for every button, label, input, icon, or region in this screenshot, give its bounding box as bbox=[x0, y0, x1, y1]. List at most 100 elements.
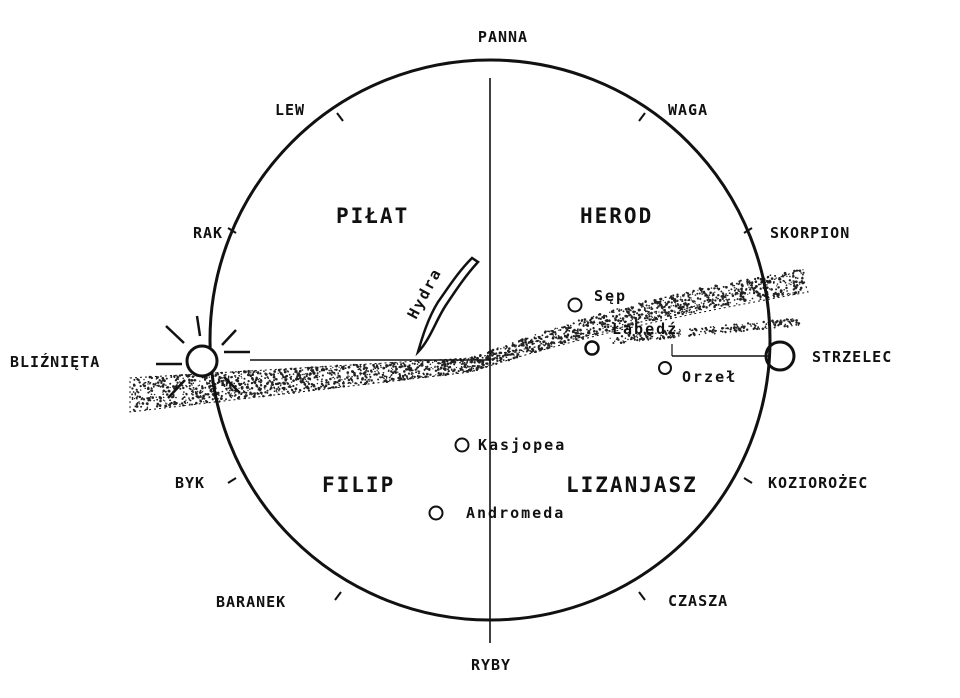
milky-way-dot bbox=[478, 360, 482, 363]
milky-way-dot bbox=[249, 388, 251, 390]
milky-way-dot bbox=[738, 290, 741, 293]
milky-way-dot bbox=[686, 292, 690, 295]
quadrant-upper-left: PIŁAT bbox=[336, 204, 409, 228]
milky-way-dot bbox=[567, 338, 570, 342]
milky-way-dot bbox=[334, 386, 337, 389]
milky-way-dot bbox=[255, 376, 258, 379]
milky-way-dot bbox=[134, 392, 137, 395]
milky-way-dot bbox=[260, 391, 263, 394]
milky-way-dot bbox=[776, 283, 779, 285]
milky-way-dot bbox=[335, 364, 339, 367]
milky-way-dot bbox=[284, 379, 287, 382]
milky-way-dot bbox=[400, 377, 403, 381]
milky-way-dot bbox=[748, 286, 750, 289]
milky-way-dot bbox=[677, 332, 680, 335]
milky-way-dot bbox=[425, 366, 427, 368]
milky-way-dot bbox=[608, 319, 611, 323]
milky-way-dot bbox=[712, 292, 715, 294]
milky-way-dot bbox=[724, 302, 728, 306]
milky-way-dot bbox=[208, 379, 212, 383]
milky-way-dot bbox=[638, 302, 640, 304]
milky-way-dot bbox=[733, 299, 736, 301]
milky-way-dot bbox=[275, 389, 278, 392]
milky-way-dot bbox=[650, 306, 653, 309]
milky-way-dot bbox=[135, 388, 138, 391]
milky-way-dot bbox=[433, 375, 435, 377]
milky-way-dot bbox=[472, 367, 475, 370]
milky-way-dot bbox=[784, 271, 787, 274]
milky-way-dot bbox=[347, 378, 351, 382]
milky-way-dot bbox=[429, 363, 432, 366]
milky-way-dot bbox=[735, 329, 738, 332]
milky-way-dot bbox=[749, 284, 752, 287]
milky-way-dot bbox=[682, 311, 685, 314]
milky-way-dot bbox=[653, 311, 656, 313]
milky-way-dot bbox=[444, 368, 447, 371]
milky-way-dot bbox=[621, 317, 625, 320]
milky-way-dot bbox=[751, 286, 754, 289]
milky-way-dot bbox=[480, 367, 483, 370]
milky-way-dot bbox=[799, 286, 803, 290]
milky-way-dot bbox=[164, 400, 166, 402]
milky-way-dot bbox=[150, 387, 153, 390]
milky-way-dot bbox=[486, 355, 490, 358]
milky-way-dot bbox=[613, 328, 616, 331]
milky-way-dot bbox=[334, 374, 336, 376]
milky-way-dot bbox=[208, 396, 211, 399]
milky-way-dot bbox=[578, 333, 581, 335]
milky-way-dot bbox=[134, 393, 137, 396]
milky-way-dot bbox=[172, 395, 175, 398]
milky-way-dot bbox=[375, 365, 379, 368]
milky-way-dot bbox=[180, 374, 184, 377]
milky-way-dot bbox=[551, 336, 555, 340]
milky-way-dot bbox=[611, 326, 615, 329]
milky-way-dot bbox=[150, 389, 154, 393]
label-labedz: Łabędź bbox=[611, 320, 678, 338]
milky-way-dot bbox=[462, 370, 465, 373]
milky-way-dot bbox=[572, 322, 575, 324]
quadrant-lower-left: FILIP bbox=[322, 473, 395, 497]
milky-way-dot bbox=[188, 379, 191, 382]
milky-way-dot bbox=[415, 371, 418, 374]
milky-way-dot bbox=[539, 349, 542, 352]
milky-way-dot bbox=[697, 298, 699, 300]
milky-way-dot bbox=[434, 365, 436, 367]
milky-way-dot bbox=[700, 330, 702, 333]
milky-way-dot bbox=[577, 319, 580, 322]
milky-way-dot bbox=[498, 359, 501, 362]
milky-way-dot bbox=[692, 310, 696, 313]
milky-way-dot bbox=[374, 367, 377, 370]
milky-way-dot bbox=[793, 285, 796, 288]
milky-way-dot bbox=[790, 283, 792, 286]
milky-way-dot bbox=[662, 309, 665, 311]
milky-way-dot bbox=[269, 388, 272, 391]
milky-way-dot bbox=[269, 381, 272, 383]
milky-way-dot bbox=[413, 375, 416, 379]
milky-way-dot bbox=[416, 366, 420, 369]
milky-way-dot bbox=[455, 366, 458, 369]
milky-way-dot bbox=[195, 401, 198, 405]
label-lew: LEW bbox=[275, 101, 305, 119]
milky-way-dot bbox=[508, 353, 511, 356]
milky-way-dot bbox=[533, 342, 535, 345]
milky-way-dot bbox=[163, 379, 166, 383]
milky-way-dot bbox=[304, 378, 307, 381]
milky-way-dot bbox=[286, 390, 289, 393]
milky-way-dot bbox=[238, 374, 241, 377]
tick-byk bbox=[227, 477, 237, 484]
milky-way-dot bbox=[250, 372, 252, 374]
milky-way-dot bbox=[552, 334, 555, 336]
milky-way-dot bbox=[749, 300, 751, 302]
tick-baranek bbox=[334, 591, 342, 601]
milky-way-dot bbox=[457, 370, 460, 373]
milky-way-dot bbox=[674, 301, 676, 304]
milky-way-dot bbox=[720, 304, 723, 307]
milky-way-dot bbox=[802, 269, 804, 271]
milky-way-dot bbox=[184, 402, 187, 404]
milky-way-dot bbox=[648, 313, 650, 316]
milky-way-dot bbox=[197, 385, 199, 387]
milky-way-dot bbox=[280, 382, 282, 384]
milky-way-dot bbox=[544, 342, 548, 345]
milky-way-dot bbox=[666, 329, 669, 332]
milky-way-dot bbox=[203, 395, 205, 398]
